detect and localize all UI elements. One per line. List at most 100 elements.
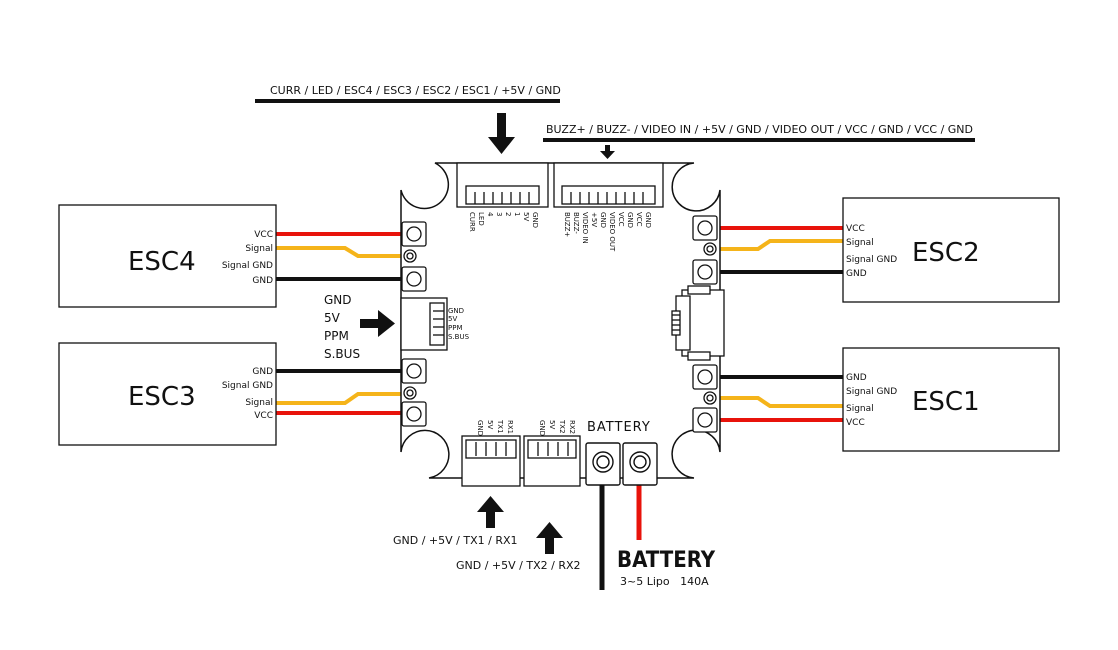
pin-label-5v: 5V bbox=[522, 212, 530, 221]
pin-label-plus5v: +5V bbox=[590, 212, 598, 227]
rc-pin-gnd: GND bbox=[448, 307, 464, 315]
esc2-pin-gnd: GND bbox=[846, 269, 867, 279]
uart1-pin-labels: GND 5V TX1 RX1 bbox=[476, 419, 514, 436]
battery-wires bbox=[599, 484, 642, 590]
rc-label-5v: 5V bbox=[324, 311, 341, 325]
battery-pads bbox=[585, 442, 658, 486]
esc2-box: ESC2 VCC Signal Signal GND GND bbox=[842, 197, 1060, 303]
esc2-signal-wire bbox=[710, 239, 843, 251]
esc4-pin-gnd: GND bbox=[252, 276, 273, 286]
esc4-pin-signal-gnd: Signal GND bbox=[222, 261, 273, 271]
esc3-pin-signal: Signal bbox=[245, 398, 273, 408]
esc3-pin-vcc: VCC bbox=[254, 411, 273, 421]
esc2-title: ESC2 bbox=[912, 238, 980, 268]
pin-label-gnd-a: GND bbox=[599, 212, 607, 228]
pin-label-4: 4 bbox=[486, 212, 494, 217]
uart2-callout: GND / +5V / TX2 / RX2 bbox=[456, 522, 581, 572]
uart2-pin-rx2: RX2 bbox=[568, 420, 576, 434]
pin-label-gnd-b: GND bbox=[626, 212, 634, 228]
esc2-pin-signal: Signal bbox=[846, 238, 874, 248]
battery-title: BATTERY bbox=[617, 548, 716, 573]
board-outline bbox=[400, 162, 721, 479]
uart1-callout: GND / +5V / TX1 / RX1 bbox=[393, 496, 518, 547]
uart1-pin-gnd: GND bbox=[476, 420, 484, 436]
top-header-callout: CURR / LED / ESC4 / ESC3 / ESC2 / ESC1 /… bbox=[255, 84, 561, 154]
pin-label-video-in: VIDEO IN bbox=[581, 212, 589, 244]
uart2-pin-labels: GND 5V TX2 RX2 bbox=[538, 419, 576, 436]
esc4-pin-signal: Signal bbox=[245, 244, 273, 254]
pin-label-buzz-minus: BUZZ- bbox=[572, 212, 580, 234]
rc-label-gnd: GND bbox=[324, 293, 352, 307]
video-header-callout: BUZZ+ / BUZZ- / VIDEO IN / +5V / GND / V… bbox=[543, 123, 975, 159]
battery-spec: 3~5 Lipo 140A bbox=[620, 575, 709, 588]
battery-board-label: BATTERY bbox=[587, 420, 651, 435]
pin-label-2: 2 bbox=[504, 212, 512, 216]
esc1-pin-vcc: VCC bbox=[846, 418, 865, 428]
esc3-pin-signal-gnd: Signal GND bbox=[222, 381, 273, 391]
video-header-label: BUZZ+ / BUZZ- / VIDEO IN / +5V / GND / V… bbox=[546, 123, 973, 136]
esc2-pin-signal-gnd: Signal GND bbox=[846, 255, 897, 265]
pin-label-vcc-b: VCC bbox=[635, 212, 643, 227]
top-connector-pin-labels: CURR LED 4 3 2 1 5V GND bbox=[468, 212, 539, 232]
uart1-pin-rx1: RX1 bbox=[506, 420, 514, 434]
esc3-title: ESC3 bbox=[128, 382, 196, 412]
uart1-pin-5v: 5V bbox=[486, 420, 494, 429]
video-connector-pin-labels: BUZZ+ BUZZ- VIDEO IN +5V GND VIDEO OUT V… bbox=[563, 212, 652, 252]
video-header-arrow-icon bbox=[600, 145, 615, 159]
pin-label-curr: CURR bbox=[468, 212, 476, 232]
uart2-pin-tx2: TX2 bbox=[558, 419, 566, 434]
pin-label-gnd-c: GND bbox=[644, 212, 652, 228]
top-connector-pins bbox=[474, 192, 530, 204]
esc4-box: ESC4 VCC Signal Signal GND GND bbox=[58, 204, 277, 308]
esc-solder-pads bbox=[401, 215, 718, 433]
uart1-pin-tx1: TX1 bbox=[496, 419, 504, 434]
uart1-label: GND / +5V / TX1 / RX1 bbox=[393, 534, 518, 547]
esc1-wires bbox=[705, 375, 843, 422]
pin-label-buzz-plus: BUZZ+ bbox=[563, 212, 571, 237]
rc-pin-5v: 5V bbox=[448, 315, 457, 323]
esc3-signal-wire bbox=[276, 392, 410, 405]
esc4-signal-wire bbox=[276, 246, 410, 258]
uart2-arrow-icon bbox=[536, 522, 563, 554]
esc2-pin-vcc: VCC bbox=[846, 224, 865, 234]
flight-controller-board bbox=[400, 162, 721, 479]
uart1-arrow-icon bbox=[477, 496, 504, 528]
video-connector bbox=[553, 162, 664, 208]
pin-label-3: 3 bbox=[495, 212, 503, 216]
esc3-pin-gnd: GND bbox=[252, 367, 273, 377]
uart2-pin-gnd: GND bbox=[538, 420, 546, 436]
top-header-label: CURR / LED / ESC4 / ESC3 / ESC2 / ESC1 /… bbox=[270, 84, 561, 97]
esc3-wires bbox=[276, 369, 410, 415]
esc1-box: ESC1 GND Signal GND Signal VCC bbox=[842, 347, 1060, 452]
top-header-arrow-icon bbox=[488, 113, 515, 154]
pin-label-gnd: GND bbox=[531, 212, 539, 228]
rc-pin-sbus: S.BUS bbox=[448, 333, 470, 341]
rc-input-callout: GND 5V PPM S.BUS GND 5V PPM S.BUS bbox=[324, 293, 470, 361]
rc-input-connector bbox=[400, 297, 448, 351]
uart2-label: GND / +5V / TX2 / RX2 bbox=[456, 559, 581, 572]
rc-input-arrow-icon bbox=[360, 310, 395, 337]
esc1-title: ESC1 bbox=[912, 387, 980, 417]
uart2-pin-5v: 5V bbox=[548, 420, 556, 429]
esc1-pin-gnd: GND bbox=[846, 373, 867, 383]
esc1-signal-wire bbox=[710, 396, 843, 408]
esc4-pin-vcc: VCC bbox=[254, 230, 273, 240]
top-connector bbox=[456, 162, 549, 208]
esc4-title: ESC4 bbox=[128, 247, 196, 277]
rc-pin-ppm: PPM bbox=[448, 324, 462, 332]
esc1-pin-signal-gnd: Signal GND bbox=[846, 387, 897, 397]
uart2-connector bbox=[523, 435, 581, 487]
uart1-connector bbox=[461, 435, 521, 487]
esc3-box: ESC3 GND Signal GND Signal VCC bbox=[58, 342, 277, 446]
pin-label-led: LED bbox=[477, 212, 485, 226]
rc-label-sbus: S.BUS bbox=[324, 347, 360, 361]
usb-port bbox=[671, 285, 725, 361]
pin-label-video-out: VIDEO OUT bbox=[608, 212, 616, 252]
esc4-wires bbox=[276, 232, 410, 281]
pin-label-1: 1 bbox=[513, 212, 521, 216]
pin-label-vcc-a: VCC bbox=[617, 212, 625, 227]
rc-label-ppm: PPM bbox=[324, 329, 349, 343]
esc1-pin-signal: Signal bbox=[846, 404, 874, 414]
esc2-wires bbox=[705, 226, 843, 274]
